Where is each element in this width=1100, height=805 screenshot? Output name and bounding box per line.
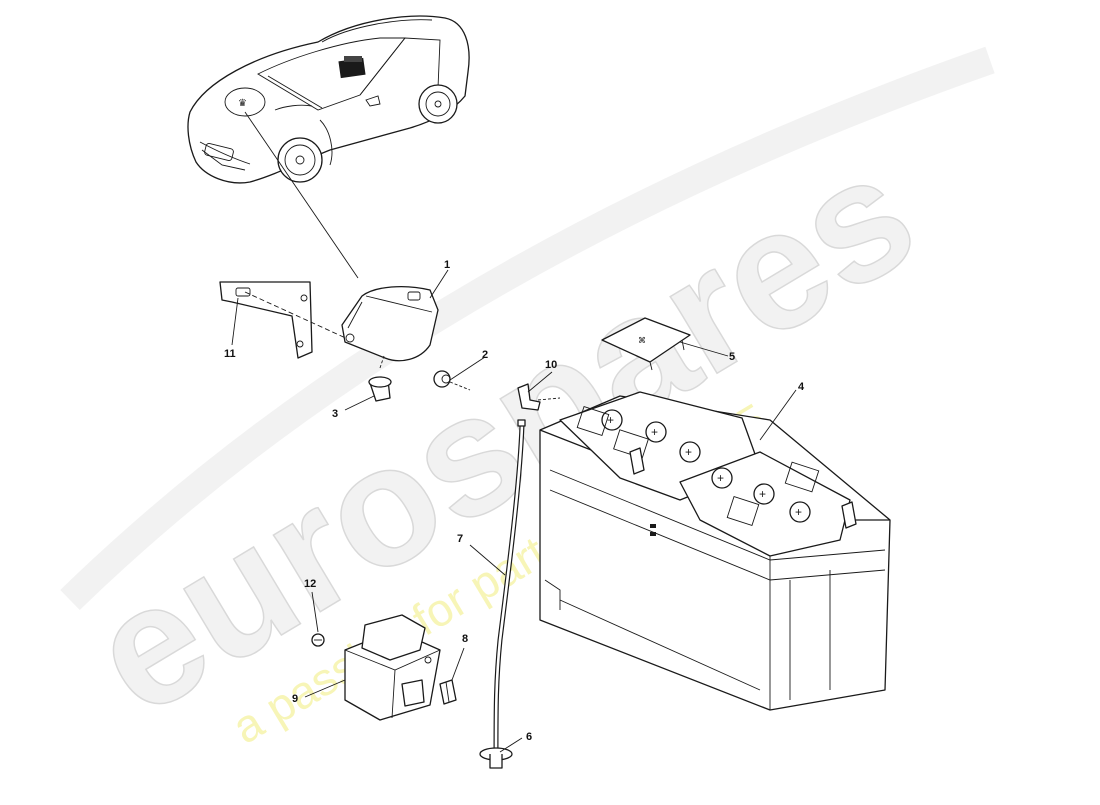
- svg-text:♛: ♛: [238, 98, 247, 109]
- callout-8: 8: [462, 633, 468, 645]
- callout-6: 6: [526, 731, 532, 743]
- car-location-leader: [244, 111, 359, 279]
- part-12-screw: [311, 633, 325, 647]
- leader-lines: [231, 269, 797, 753]
- callout-labels: 1 2 3 4 5 6 7 8 9 10 11 12: [224, 259, 805, 743]
- svg-text:+: +: [651, 425, 658, 439]
- callout-11: 11: [224, 348, 236, 360]
- part-2-nut: [433, 370, 451, 388]
- fix-line: [244, 291, 351, 341]
- part-10-vent-elbow: [517, 383, 541, 411]
- part-4-battery: + + + + + +: [539, 391, 891, 711]
- svg-text:+: +: [795, 505, 802, 519]
- part-6-grommet: [479, 747, 513, 769]
- callout-9: 9: [292, 693, 298, 705]
- part-8-clip: [439, 679, 457, 705]
- car-illustration: ♛: [187, 15, 470, 184]
- callout-7: 7: [457, 533, 463, 545]
- svg-text:⌘: ⌘: [638, 336, 646, 345]
- callout-10: 10: [545, 359, 557, 371]
- svg-text:+: +: [685, 445, 692, 459]
- callout-12: 12: [304, 578, 316, 590]
- part-7-vent-hose: [493, 419, 526, 753]
- part-1-cover: [341, 286, 439, 362]
- part-11-bracket: [219, 281, 313, 359]
- callout-4: 4: [798, 381, 805, 393]
- callout-1: 1: [444, 259, 450, 271]
- part-9-module: [344, 614, 441, 721]
- svg-text:+: +: [759, 487, 766, 501]
- svg-text:+: +: [607, 413, 614, 427]
- svg-text:+: +: [717, 471, 724, 485]
- callout-2: 2: [482, 349, 488, 361]
- part-5-cover: ⌘: [601, 317, 691, 371]
- part-3-grommet: [368, 376, 392, 402]
- callout-3: 3: [332, 408, 338, 420]
- callout-5: 5: [729, 351, 735, 363]
